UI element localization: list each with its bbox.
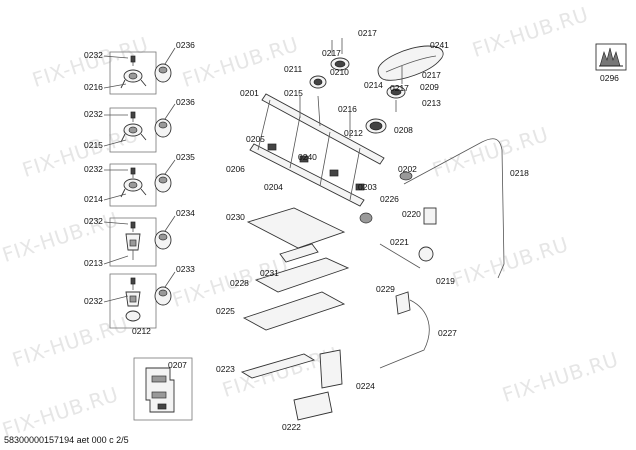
label-0232: 0232 bbox=[84, 216, 103, 226]
label-0219: 0219 bbox=[436, 276, 455, 286]
label-0232: 0232 bbox=[84, 50, 103, 60]
label-0220: 0220 bbox=[402, 209, 421, 219]
label-0212: 0212 bbox=[132, 326, 151, 336]
label-0233: 0233 bbox=[176, 264, 195, 274]
label-0214: 0214 bbox=[84, 194, 103, 204]
label-0227: 0227 bbox=[438, 328, 457, 338]
label-0218: 0218 bbox=[510, 168, 529, 178]
label-0202: 0202 bbox=[398, 164, 417, 174]
label-0236: 0236 bbox=[176, 40, 195, 50]
label-0214: 0214 bbox=[364, 80, 383, 90]
label-0215: 0215 bbox=[84, 140, 103, 150]
label-0206: 0206 bbox=[226, 164, 245, 174]
label-0217: 0217 bbox=[390, 83, 409, 93]
burner-subassembly-3 bbox=[109, 163, 172, 207]
label-0240: 0240 bbox=[298, 152, 317, 162]
label-0216: 0216 bbox=[338, 104, 357, 114]
label-0232: 0232 bbox=[84, 164, 103, 174]
label-0225: 0225 bbox=[216, 306, 235, 316]
label-0211: 0211 bbox=[284, 64, 303, 74]
label-0223: 0223 bbox=[216, 364, 235, 374]
ignition-module-0207 bbox=[133, 357, 193, 421]
label-0241: 0241 bbox=[430, 40, 449, 50]
label-0212: 0212 bbox=[344, 128, 363, 138]
lower-assembly bbox=[240, 207, 437, 421]
label-0208: 0208 bbox=[394, 125, 413, 135]
label-0229: 0229 bbox=[376, 284, 395, 294]
label-0204: 0204 bbox=[264, 182, 283, 192]
label-0207: 0207 bbox=[168, 360, 187, 370]
label-0228: 0228 bbox=[230, 278, 249, 288]
burner-subassembly-4 bbox=[109, 217, 172, 267]
label-0226: 0226 bbox=[380, 194, 399, 204]
drawing-reference: 58300000157194 aet 000 c 2/5 bbox=[4, 435, 129, 445]
label-0217: 0217 bbox=[358, 28, 377, 38]
label-0230: 0230 bbox=[226, 212, 245, 222]
label-0209: 0209 bbox=[420, 82, 439, 92]
label-0236: 0236 bbox=[176, 97, 195, 107]
cover-0241 bbox=[377, 45, 444, 81]
burner-subassembly-1 bbox=[109, 51, 172, 95]
label-0215: 0215 bbox=[284, 88, 303, 98]
label-0232: 0232 bbox=[84, 296, 103, 306]
label-0203: 0203 bbox=[358, 182, 377, 192]
label-0217: 0217 bbox=[322, 48, 341, 58]
label-0210: 0210 bbox=[330, 67, 349, 77]
label-0217: 0217 bbox=[422, 70, 441, 80]
label-0205: 0205 bbox=[246, 134, 265, 144]
gas-pipe-0218 bbox=[403, 138, 505, 279]
label-0224: 0224 bbox=[356, 381, 375, 391]
label-0232: 0232 bbox=[84, 109, 103, 119]
label-0213: 0213 bbox=[422, 98, 441, 108]
gas-manifold-frame bbox=[249, 93, 413, 207]
label-0201: 0201 bbox=[240, 88, 259, 98]
label-0234: 0234 bbox=[176, 208, 195, 218]
burner-subassembly-2 bbox=[109, 107, 172, 153]
label-0222: 0222 bbox=[282, 422, 301, 432]
gas-flame-icon bbox=[595, 43, 627, 71]
label-0213: 0213 bbox=[84, 258, 103, 268]
burner-subassembly-5 bbox=[109, 273, 172, 329]
label-0235: 0235 bbox=[176, 152, 195, 162]
burner-caps bbox=[309, 38, 406, 134]
label-0216: 0216 bbox=[84, 82, 103, 92]
label-0296: 0296 bbox=[600, 73, 619, 83]
label-0231: 0231 bbox=[260, 268, 279, 278]
label-0221: 0221 bbox=[390, 237, 409, 247]
